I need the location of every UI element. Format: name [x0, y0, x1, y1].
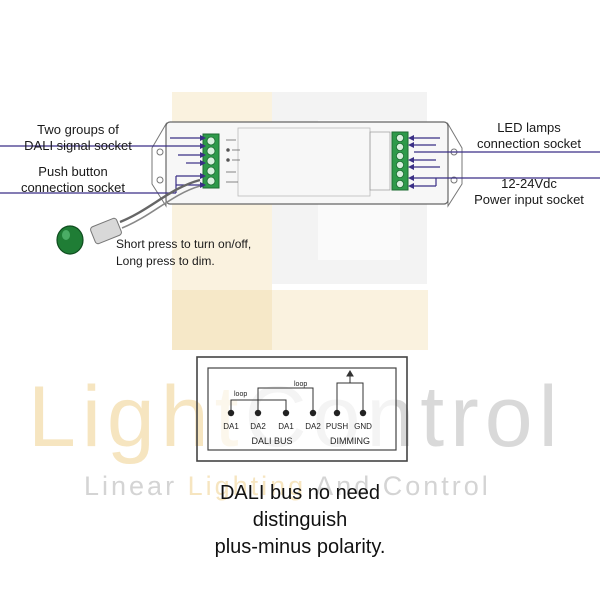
terminal-label-push: PUSH: [326, 422, 348, 431]
right-terminal-block: [391, 131, 409, 191]
terminal-label-gnd: GND: [354, 422, 372, 431]
terminal-label-da2-b: DA2: [305, 422, 321, 431]
terminal-panel-inner: [207, 367, 397, 451]
callout-led-socket: LED lamps connection socket: [476, 120, 582, 151]
terminal-label-da1-a: DA1: [223, 422, 239, 431]
terminal-dot-da2-b: [309, 409, 317, 417]
polarity-note-line-1: DALI bus no need: [219, 482, 381, 504]
polarity-note-line-2: distinguish: [252, 509, 348, 531]
terminal-panel-outer: [196, 356, 408, 462]
terminal-dot-gnd: [359, 409, 367, 417]
push-button-cable: [119, 178, 201, 224]
left-pcb-marks: [226, 139, 240, 183]
group-label-dali-bus: DALI BUS: [251, 436, 292, 446]
dali-wire-arrows: [200, 135, 206, 166]
left-screw-hole: [156, 148, 164, 156]
power-wires: [414, 177, 600, 187]
terminal-label-da1-b: DA1: [278, 422, 294, 431]
push-button-caption: Short press to turn on/off, Long press t…: [116, 237, 252, 268]
dali-wires: [0, 137, 200, 164]
power-wire-arrows: [408, 175, 414, 189]
push-switch-symbol: [342, 370, 358, 384]
left-terminal-screws: [206, 136, 216, 186]
terminal-dot-da1-b: [282, 409, 290, 417]
push-wire-arrows: [200, 173, 206, 188]
push-button-illustration: [56, 217, 122, 255]
right-screw-hole-2: [450, 176, 458, 184]
terminal-dot-da1-a: [227, 409, 235, 417]
left-screw-hole-2: [156, 176, 164, 184]
right-terminal-screws: [395, 133, 404, 188]
watermark-tagline: Linear Lighting And Control: [84, 471, 491, 501]
callout-dali-socket: Two groups of DALI signal socket: [24, 122, 132, 153]
loop-label-1: loop: [234, 391, 247, 398]
callout-power-socket: 12-24Vdc Power input socket: [474, 176, 584, 207]
terminal-dots: [227, 409, 367, 417]
led-wires: [414, 137, 600, 168]
led-wire-arrows: [408, 135, 414, 170]
right-terminal-label-strip: [369, 131, 391, 191]
terminal-dot-da2-a: [254, 409, 262, 417]
polarity-note-line-3: plus-minus polarity.: [214, 536, 386, 558]
callout-push-socket: Push button connection socket: [20, 164, 126, 195]
loop-label-2: loop: [294, 381, 307, 388]
group-label-dimming: DIMMING: [330, 436, 370, 446]
terminal-dot-push: [333, 409, 341, 417]
left-mounting-ear: [151, 122, 167, 208]
terminal-label-da2-a: DA2: [250, 422, 266, 431]
controller-body: [165, 121, 449, 205]
